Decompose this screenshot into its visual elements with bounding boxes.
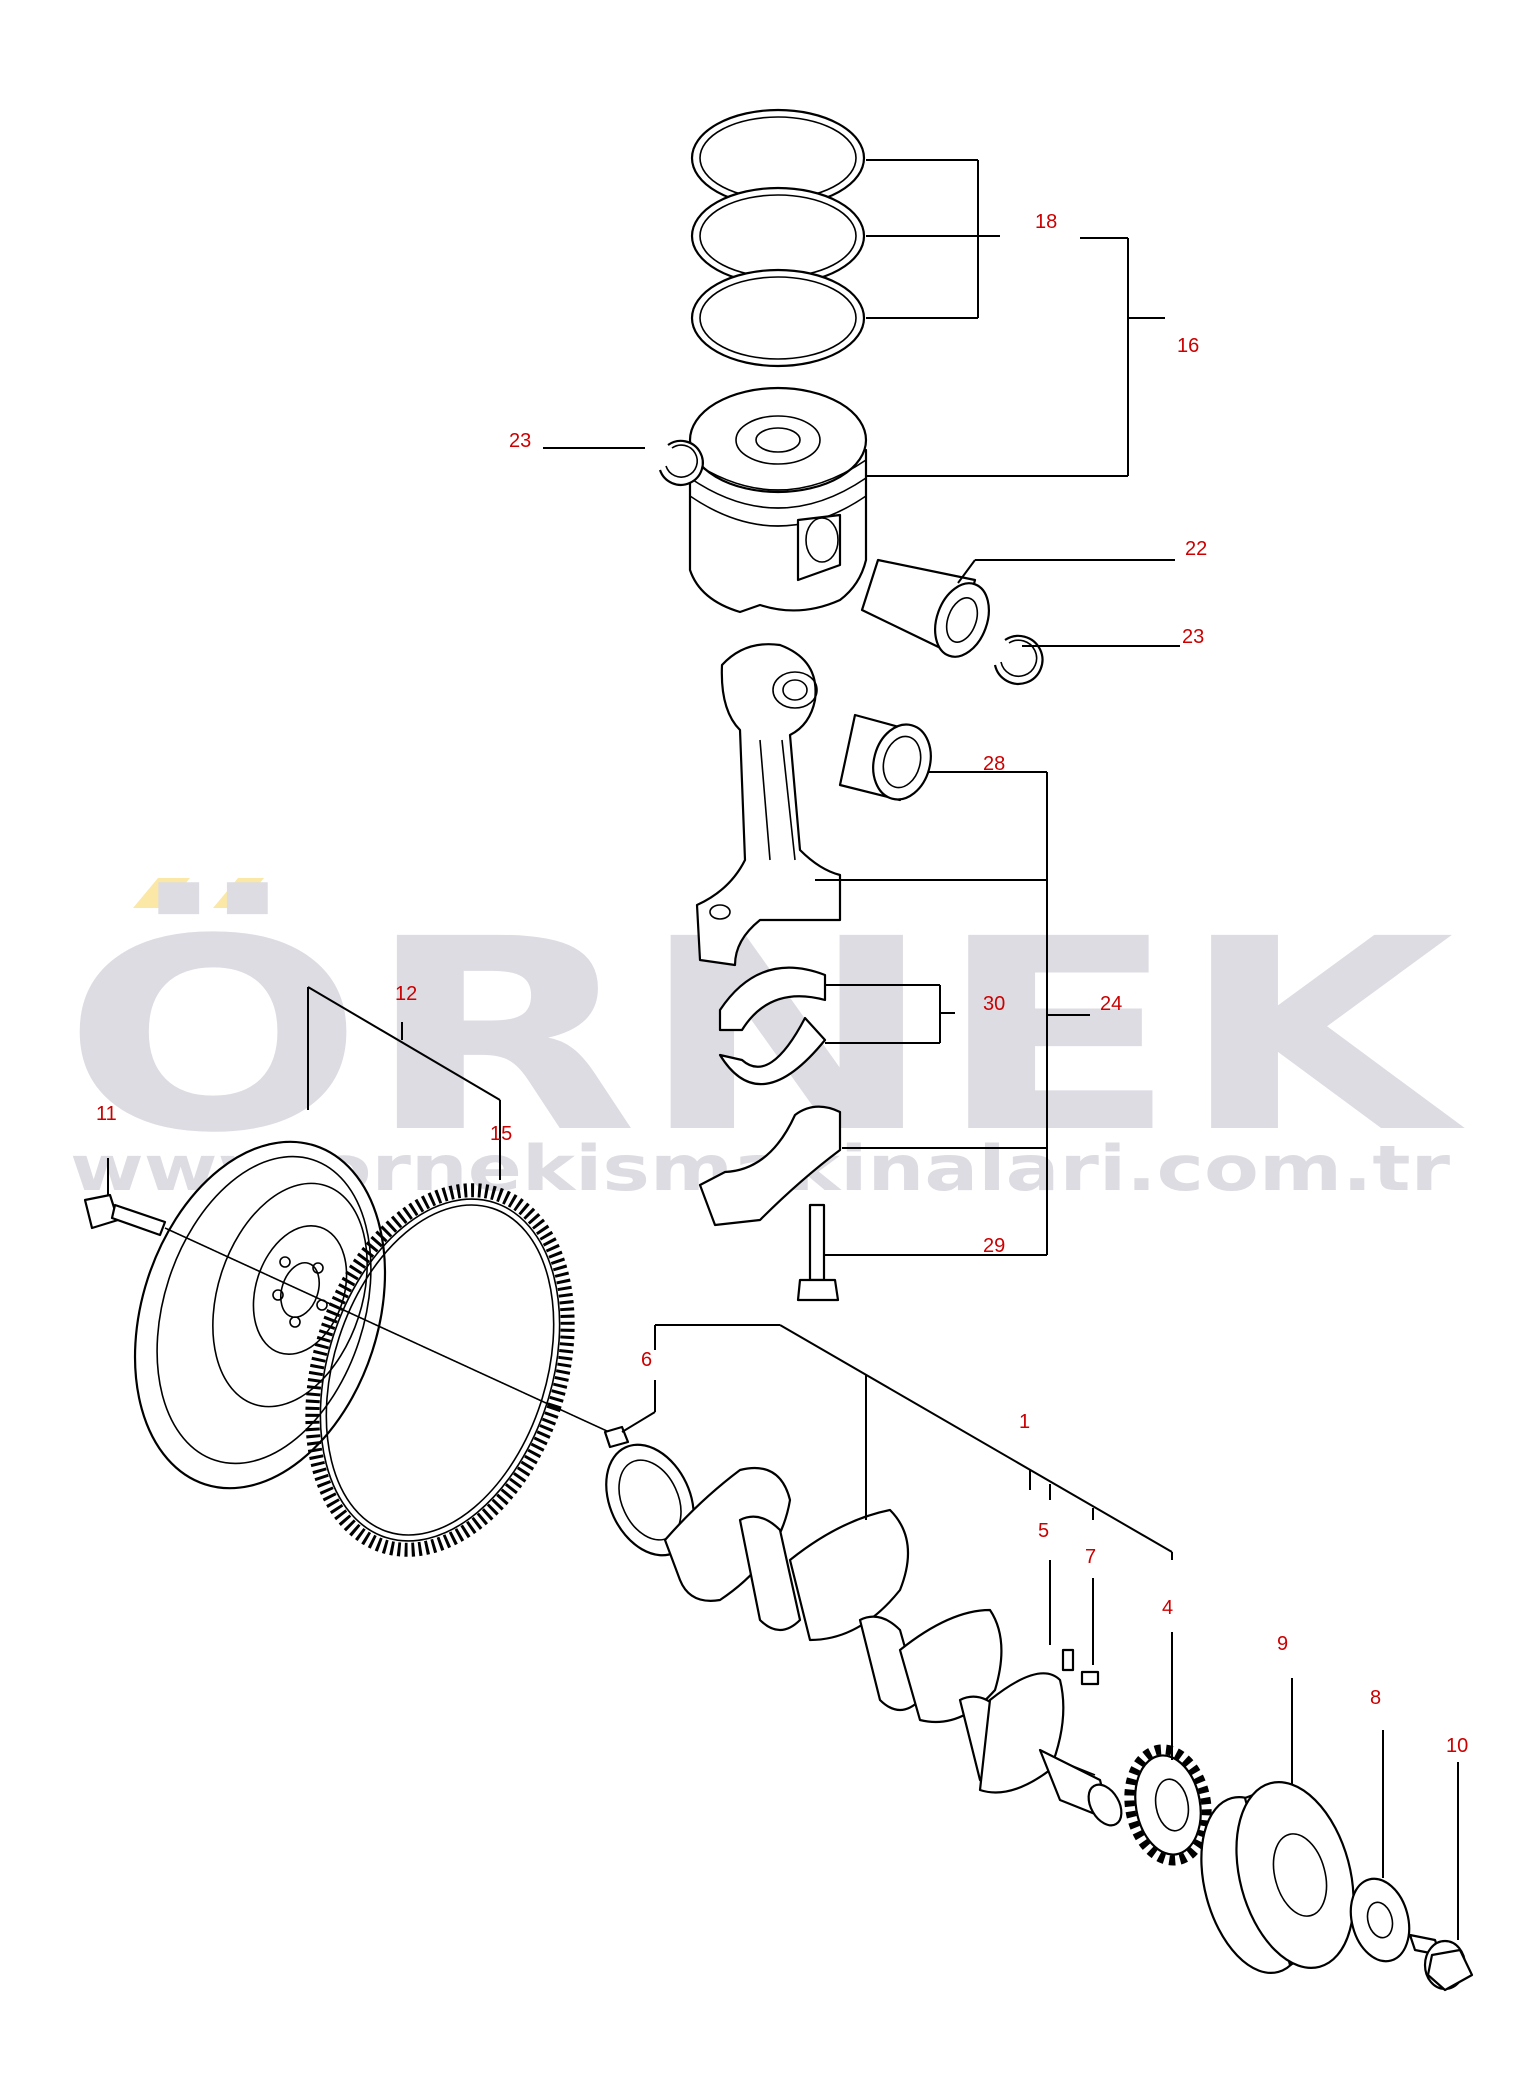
callout-5: 5 (1038, 1520, 1049, 1542)
callout-4: 4 (1162, 1597, 1173, 1619)
bearing-shells (718, 966, 955, 1086)
small-end-bushing (838, 713, 1090, 1255)
circlip-right (993, 634, 1180, 685)
washer (1349, 1730, 1411, 1963)
watermark-accent-left (133, 878, 190, 908)
rod-bolt (796, 1203, 1047, 1302)
callout-9: 9 (1277, 1633, 1288, 1655)
circlip-left (543, 439, 704, 486)
callout-22: 22 (1185, 538, 1207, 560)
flywheel (133, 1140, 387, 1490)
callout-18: 18 (1035, 211, 1057, 233)
watermark-accent-right (213, 878, 264, 908)
callout-11: 11 (96, 1103, 117, 1125)
crankshaft (605, 1443, 1123, 1827)
watermark-brand: ÖRNEK (62, 880, 1467, 1191)
piston-rings (690, 108, 1165, 476)
callout-29: 29 (983, 1235, 1005, 1257)
connecting-rod (695, 643, 1047, 967)
callout-23-left: 23 (509, 430, 531, 452)
callout-10: 10 (1446, 1735, 1468, 1757)
callout-7: 7 (1085, 1546, 1096, 1568)
callout-28: 28 (983, 753, 1005, 775)
callout-30: 30 (983, 993, 1005, 1015)
piston-pin (860, 558, 1175, 658)
callout-8: 8 (1370, 1687, 1381, 1709)
callout-24: 24 (1100, 993, 1122, 1015)
callout-labels: 18 16 23 22 23 28 30 24 12 11 15 29 6 1 … (96, 211, 1468, 1757)
callout-15: 15 (490, 1123, 512, 1145)
callout-23-right: 23 (1182, 626, 1204, 648)
keys (1049, 1560, 1100, 1686)
flywheel-leaders (307, 986, 501, 1180)
pulley-bolt (1408, 1762, 1474, 1992)
rod-cap (698, 1105, 1047, 1227)
callout-12: 12 (395, 983, 417, 1005)
crankshaft-leaders (621, 1324, 1173, 1560)
callout-1: 1 (1019, 1411, 1030, 1433)
crank-gear (1124, 1632, 1212, 1866)
callout-16: 16 (1177, 335, 1199, 357)
crank-pulley (1200, 1678, 1355, 1974)
callout-6: 6 (641, 1349, 652, 1371)
piston (688, 386, 1128, 614)
flywheel-bolt (83, 1158, 621, 1438)
